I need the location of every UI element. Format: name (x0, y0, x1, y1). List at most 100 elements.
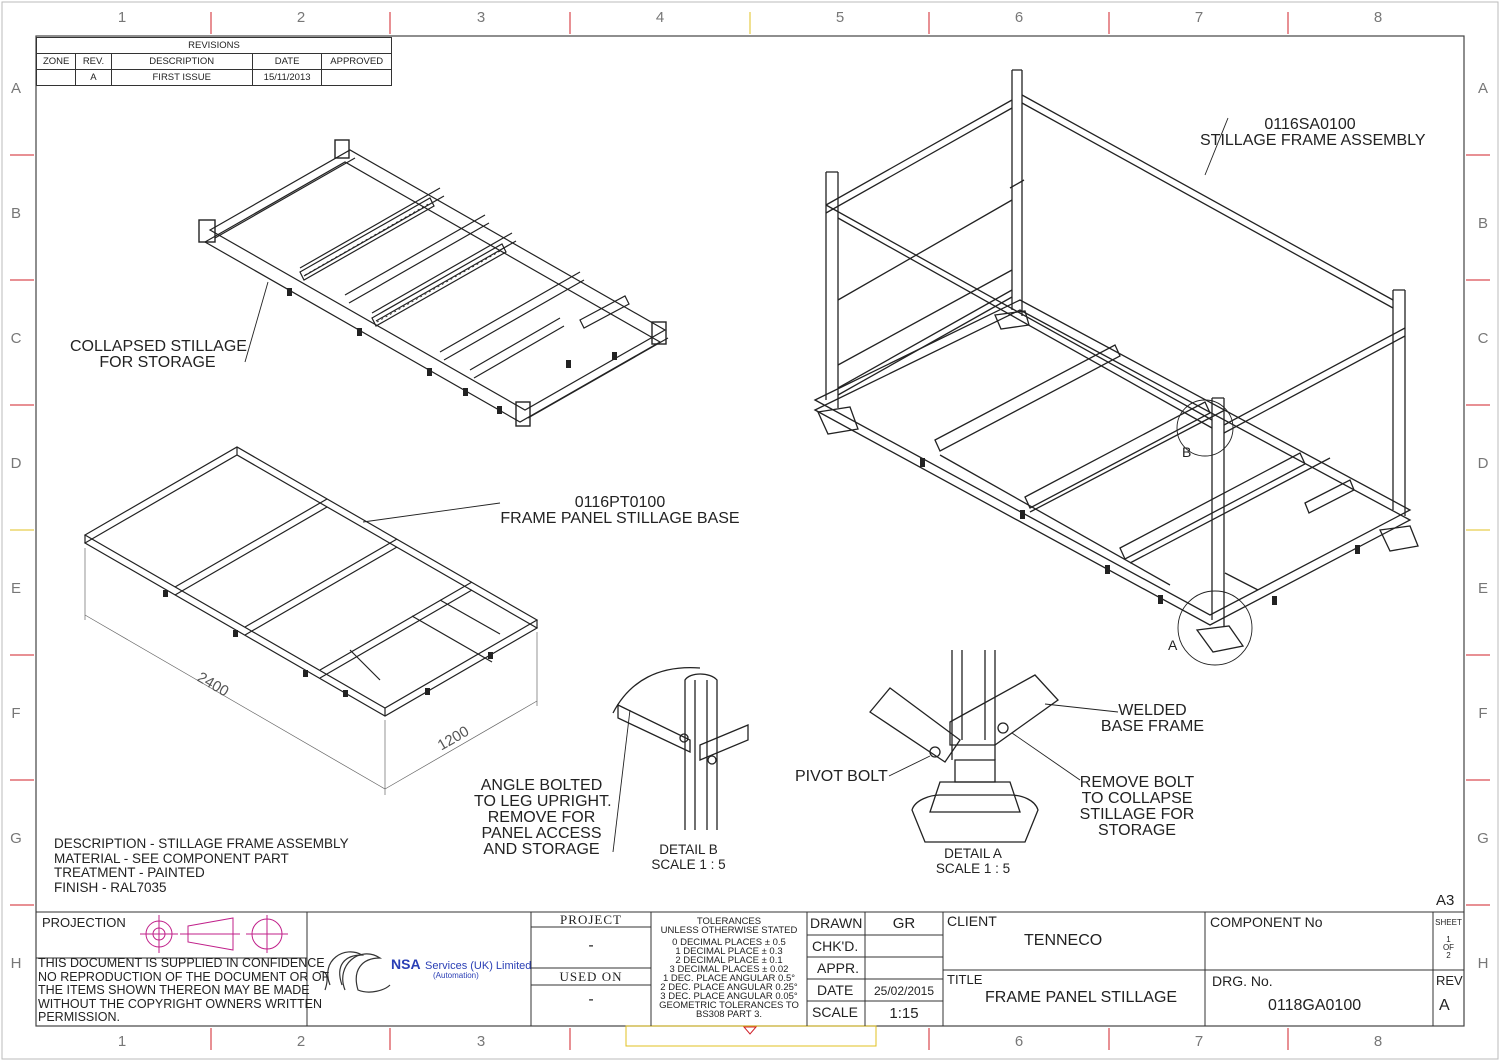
confidence-line-4: WITHOUT THE COPYRIGHT OWNERS WRITTEN (38, 996, 323, 1011)
zone-col-4: 4 (655, 9, 665, 26)
tolerance-line-6: 3 DECIMAL PLACES ± 0.02 (669, 964, 789, 975)
remove-bolt-line-4: STORAGE (1098, 822, 1176, 839)
detail-b-scale: SCALE 1 : 5 (651, 856, 726, 872)
company-logo-text: NSA Services (UK) Limited (391, 956, 531, 974)
sheet-of: OF (1442, 943, 1455, 952)
angle-line-1: ANGLE BOLTED (480, 777, 603, 794)
sheet-total: 2 (1446, 951, 1451, 960)
tolerance-line-3: 0 DECIMAL PLACES ± 0.5 (672, 937, 786, 948)
angle-bolted-callout: ANGLE BOLTED TO LEG UPRIGHT. REMOVE FOR … (474, 777, 612, 858)
remove-bolt-line-1: REMOVE BOLT (1079, 774, 1195, 791)
zone-row-b: B (10, 205, 21, 222)
rev-cell-approved (321, 69, 392, 86)
angle-line-2: TO LEG UPRIGHT. (474, 793, 612, 810)
collapsed-line-1: COLLAPSED STILLAGE (70, 338, 247, 355)
sheet-value: 1 OF 2 (1433, 936, 1464, 960)
collapsed-stillage-callout: COLLAPSED STILLAGE FOR STORAGE (70, 338, 247, 371)
used-on-value: - (588, 991, 594, 1008)
welded-base-callout: WELDED BASE FRAME (1100, 703, 1205, 735)
sheet-size: A3 (1436, 892, 1455, 909)
rev-cell-description: FIRST ISSUE (110, 69, 253, 86)
tolerance-line-4: 1 DECIMAL PLACE ± 0.3 (675, 946, 783, 957)
zone-row-h-right: H (1477, 955, 1489, 972)
note-finish: FINISH - RAL7035 (54, 879, 167, 895)
zone-col-3-bottom: 3 (476, 1033, 486, 1050)
zone-col-3: 3 (476, 9, 486, 26)
tolerances-block: TOLERANCES UNLESS OTHERWISE STATED 0 DEC… (651, 916, 807, 1020)
angle-line-4: PANEL ACCESS (481, 825, 602, 842)
zone-row-d: D (10, 455, 22, 472)
zone-row-d-right: D (1477, 455, 1489, 472)
approved-label: APPR. (817, 960, 860, 976)
confidence-line-3: THE ITEMS SHOWN THEREON MAY BE MADE (38, 983, 310, 997)
tolerance-line-5: 2 DECIMAL PLACE ± 0.1 (675, 955, 783, 966)
tolerance-line-2: UNLESS OTHERWISE STATED (660, 925, 798, 936)
drawn-value: GR (892, 915, 916, 932)
tolerance-line-1: TOLERANCES (696, 916, 762, 927)
note-material: MATERIAL - SEE COMPONENT PART (54, 850, 289, 866)
tolerance-line-8: 2 DEC. PLACE ANGULAR 0.25° (660, 982, 798, 993)
general-notes: DESCRIPTION - STILLAGE FRAME ASSEMBLY MA… (54, 836, 349, 895)
note-description: DESCRIPTION - STILLAGE FRAME ASSEMBLY (54, 836, 349, 851)
confidence-line-5: PERMISSION. (38, 1010, 120, 1024)
zone-col-1: 1 (117, 9, 127, 26)
tolerance-line-7: 1 DEC. PLACE ANGULAR 0.5° (662, 973, 796, 984)
sheet-label: SHEET (1435, 918, 1462, 927)
drawn-label: DRAWN (810, 915, 863, 931)
detail-a-marker: A (1168, 637, 1178, 653)
title-label: TITLE (947, 972, 983, 987)
detail-a-title: DETAIL A (944, 846, 1002, 861)
zone-row-a: A (10, 80, 21, 97)
zone-row-e-right: E (1477, 580, 1488, 597)
zone-row-a-right: A (1477, 80, 1488, 97)
confidence-line-1: THIS DOCUMENT IS SUPPLIED IN CONFIDENCE (38, 956, 325, 970)
assembly-part-number: 0116SA0100 (1264, 116, 1356, 133)
base-part-name: FRAME PANEL STILLAGE BASE (500, 510, 740, 527)
project-value: - (588, 937, 594, 954)
project-label: PROJECT (560, 912, 622, 927)
base-part-number: 0116PT0100 (574, 494, 666, 511)
sheet-number: 1 (1446, 935, 1451, 944)
zone-row-g: G (10, 830, 22, 847)
zone-row-c-right: C (1477, 330, 1489, 347)
collapsed-line-2: FOR STORAGE (99, 354, 216, 371)
title-value: FRAME PANEL STILLAGE (985, 989, 1178, 1006)
zone-col-8-bottom: 8 (1373, 1033, 1383, 1050)
revisions-table: REVISIONS ZONE REV. DESCRIPTION DATE APP… (35, 37, 392, 86)
detail-a-scale: SCALE 1 : 5 (935, 860, 1011, 876)
company-name-rest: Services (UK) Limited (425, 960, 532, 972)
welded-line-2: BASE FRAME (1100, 718, 1205, 735)
projection-label: PROJECTION (42, 915, 126, 930)
pivot-bolt-callout: PIVOT BOLT (795, 768, 888, 785)
stillage-assembly-callout: 0116SA0100 STILLAGE FRAME ASSEMBLY (1200, 116, 1426, 149)
zone-row-g-right: G (1477, 830, 1489, 847)
remove-bolt-line-2: TO COLLAPSE (1081, 790, 1193, 807)
note-treatment: TREATMENT - PAINTED (54, 865, 205, 880)
zone-row-f-right: F (1478, 705, 1488, 722)
company-subtitle: (Automation) (433, 971, 479, 980)
zone-col-1-bottom: 1 (117, 1033, 127, 1050)
tolerance-line-11: BS308 PART 3. (695, 1009, 762, 1020)
zone-col-7: 7 (1194, 9, 1204, 26)
stillage-base-callout: 0116PT0100 FRAME PANEL STILLAGE BASE (500, 495, 740, 527)
zone-col-2: 2 (296, 9, 306, 26)
detail-b-marker: B (1182, 444, 1192, 460)
zone-col-8: 8 (1373, 9, 1383, 26)
revisions-header-row: ZONE REV. DESCRIPTION DATE APPROVED (35, 53, 392, 70)
welded-line-1: WELDED (1118, 702, 1187, 719)
revisions-row: A FIRST ISSUE 15/11/2013 (35, 69, 392, 86)
rev-value: A (1439, 997, 1450, 1014)
client-value: TENNECO (1024, 932, 1103, 949)
zone-row-f: F (11, 705, 21, 722)
drg-label: DRG. No. (1212, 973, 1273, 989)
confidence-line-2: NO REPRODUCTION OF THE DOCUMENT OR OF (38, 969, 330, 984)
zone-col-6-bottom: 6 (1014, 1033, 1024, 1050)
date-label: DATE (817, 982, 854, 998)
zone-row-c: C (10, 330, 22, 347)
detail-b-title: DETAIL B (659, 842, 718, 857)
